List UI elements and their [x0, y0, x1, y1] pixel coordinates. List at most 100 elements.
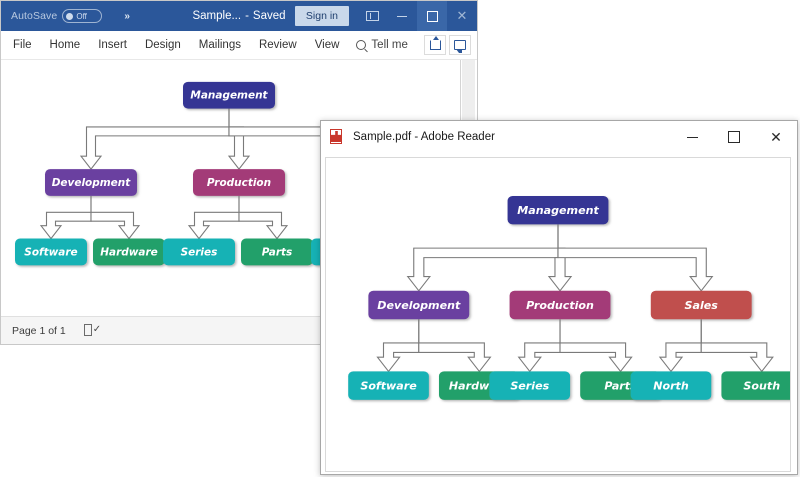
org-node-management: Management [507, 195, 609, 225]
org-node-development: Development [45, 169, 137, 196]
ribbon-tab-mailings[interactable]: Mailings [198, 39, 241, 51]
window-controls[interactable]: Sign in ✕ [294, 1, 477, 31]
close-icon[interactable]: ✕ [770, 129, 782, 145]
org-node-box-parts [241, 238, 313, 266]
word-ribbon-tabs[interactable]: File Home Insert Design Mailings Review … [1, 31, 477, 60]
org-node-box-production [193, 169, 285, 196]
org-node-box-series [163, 238, 235, 266]
ribbon-tab-file[interactable]: File [13, 39, 32, 51]
connector-development-to-hardware [90, 195, 141, 240]
org-node-box-production [509, 290, 611, 320]
connector-production-to-series [517, 319, 561, 373]
org-node-label-development: Development [377, 299, 461, 312]
org-node-series: Series [163, 238, 235, 266]
org-node-label-production: Production [526, 299, 594, 312]
org-node-management: Management [183, 81, 275, 109]
connector-development-to-hardware [418, 319, 492, 373]
org-node-development: Development [368, 290, 470, 320]
org-node-series: Series [489, 371, 571, 400]
sign-in-button[interactable]: Sign in [294, 6, 349, 26]
connector-sales-to-north [658, 319, 702, 373]
minimize-icon[interactable] [387, 1, 417, 31]
pdf-window-controls[interactable]: ✕ [671, 121, 797, 153]
org-node-box-sales [650, 290, 752, 320]
org-node-software: Software [348, 371, 429, 400]
ribbon-tab-view[interactable]: View [314, 39, 340, 51]
org-node-production: Production [193, 169, 285, 196]
autosave-toggle-knob [66, 12, 74, 20]
org-node-label-series: Series [181, 246, 218, 258]
org-node-label-software: Software [360, 380, 416, 393]
comment-icon[interactable] [449, 35, 471, 55]
ribbon-right-actions[interactable] [424, 35, 477, 55]
org-node-label-parts: Parts [604, 380, 637, 393]
org-node-label-north: North [653, 380, 689, 393]
org-node-box-hardware [93, 238, 165, 266]
autosave-toggle[interactable]: Off [62, 9, 103, 23]
org-node-box-software [348, 371, 429, 400]
share-icon[interactable] [424, 35, 446, 55]
title-separator: - [245, 10, 249, 22]
word-title-bar[interactable]: AutoSave Off » Sample... - Saved Sign in… [1, 1, 477, 31]
ribbon-tab-design[interactable]: Design [144, 39, 181, 51]
org-node-box-series [489, 371, 571, 400]
autosave-label: AutoSave [11, 10, 58, 22]
connector-management-to-development [406, 224, 559, 292]
org-node-software: Software [15, 238, 87, 266]
connector-management-to-sales [557, 224, 714, 292]
org-node-label-south: South [743, 380, 780, 393]
org-node-label-software: Software [24, 246, 77, 258]
connector-management-to-development [79, 108, 230, 171]
ribbon-display-options-icon[interactable] [357, 1, 387, 31]
connector-development-to-software [39, 195, 92, 240]
close-icon[interactable]: ✕ [456, 8, 468, 23]
org-node-box-management [507, 195, 609, 225]
page-count-label[interactable]: Page 1 of 1 [12, 324, 66, 337]
connector-production-to-parts [559, 319, 633, 373]
org-node-box-management [183, 81, 275, 109]
ribbon-tab-review[interactable]: Review [258, 39, 297, 51]
org-node-box-software [15, 238, 87, 266]
ribbon-tab-home[interactable]: Home [49, 39, 81, 51]
connector-development-to-software [376, 319, 420, 373]
maximize-icon[interactable] [417, 1, 447, 31]
org-node-label-hardware: Hardware [100, 246, 158, 258]
connector-management-to-production [227, 108, 251, 171]
connector-production-to-series [187, 195, 240, 240]
pdf-window-title: Sample.pdf - Adobe Reader [353, 131, 495, 143]
quick-access-overflow-icon[interactable]: » [124, 10, 129, 22]
proofing-errors-icon[interactable]: ✓ [83, 324, 101, 337]
org-node-production: Production [509, 290, 611, 320]
pdf-title-bar[interactable]: Sample.pdf - Adobe Reader ✕ [321, 121, 797, 154]
document-name: Sample... [192, 10, 242, 22]
org-node-label-management: Management [190, 90, 268, 102]
org-node-label-production: Production [207, 177, 271, 189]
org-node-box-south [721, 371, 790, 400]
org-node-label-development: Development [52, 177, 132, 189]
search-icon [356, 40, 367, 50]
org-node-box-north [630, 371, 712, 400]
org-node-label-parts: Parts [262, 246, 292, 258]
org-node-hardware: Hardware [93, 238, 165, 266]
adobe-pdf-icon [330, 129, 344, 145]
org-node-label-management: Management [517, 204, 599, 217]
maximize-icon[interactable] [713, 121, 755, 153]
org-node-parts: Parts [241, 238, 313, 266]
autosave-control[interactable]: AutoSave Off [11, 9, 103, 23]
org-node-label-sales: Sales [685, 299, 719, 312]
tell-me-label: Tell me [371, 39, 408, 51]
org-node-label-series: Series [510, 380, 549, 393]
tell-me-box[interactable]: Tell me [356, 39, 408, 51]
minimize-icon[interactable] [671, 121, 713, 153]
save-state: Saved [252, 10, 286, 22]
autosave-state-label: Off [76, 11, 87, 21]
org-node-box-development [368, 290, 470, 320]
connector-production-to-parts [238, 195, 289, 240]
ribbon-tab-insert[interactable]: Insert [98, 39, 127, 51]
org-node-south: South [721, 371, 790, 400]
